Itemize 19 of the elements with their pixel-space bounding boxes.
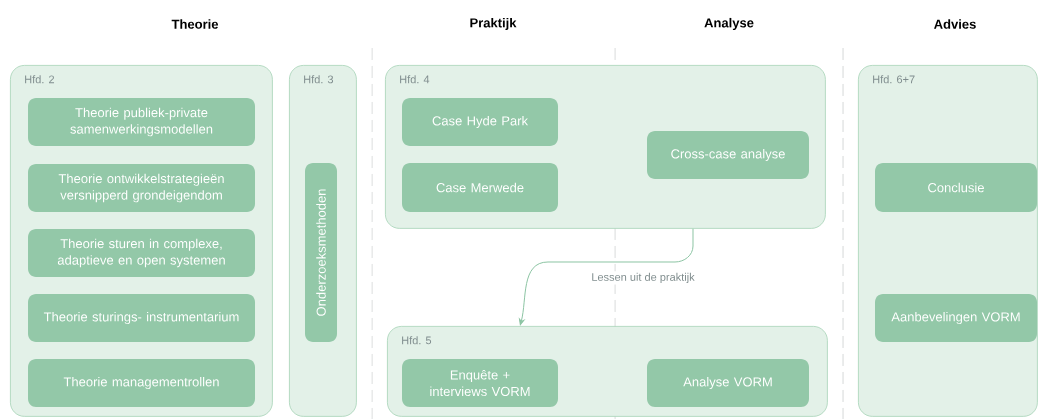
topic-box: Analyse VORM: [647, 359, 809, 407]
topic-box: Enquête + interviews VORM: [402, 359, 558, 407]
topic-box: Case Merwede: [402, 163, 558, 212]
topic-box: Theorie sturings- instrumentarium: [28, 294, 255, 342]
column-heading: Theorie: [171, 19, 219, 29]
column-heading: Praktijk: [470, 17, 517, 31]
topic-box: Cross-case analyse: [647, 131, 809, 179]
column-heading: Advies: [934, 19, 976, 29]
topic-box: Onderzoeksmethoden: [305, 163, 337, 342]
topic-box: Aanbevelingen VORM: [875, 294, 1037, 342]
topic-box: Case Hyde Park: [402, 98, 558, 146]
topic-box: Theorie ontwikkelstrategieën versnipperd grondeigendom: [28, 164, 255, 212]
topic-box: Theorie managementrollen: [28, 359, 255, 407]
edge-label: Lessen uit de praktijk: [589, 271, 697, 285]
topic-box: Conclusie: [875, 163, 1037, 212]
topic-box: Theorie publiek-private samenwerkingsmodellen: [28, 98, 255, 146]
topic-box: Theorie sturen in complexe, adaptieve en open systemen: [28, 229, 255, 277]
curved-arrow: [518, 228, 694, 326]
column-heading: Analyse: [704, 17, 754, 31]
